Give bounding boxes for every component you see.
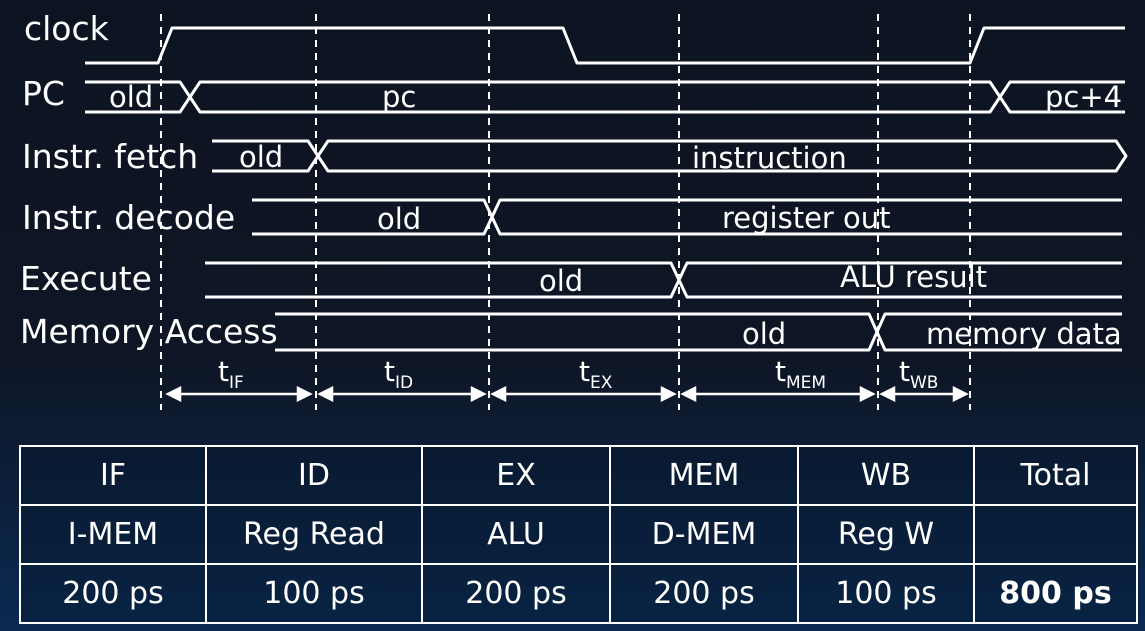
decode-value-register-out: register out <box>722 201 891 235</box>
instr-fetch-bus <box>212 139 1128 173</box>
pc-value-old: old <box>109 80 153 114</box>
fetch-value-old: old <box>239 140 283 174</box>
arrow-head-icon <box>490 385 507 403</box>
arrow-head-icon <box>952 385 969 403</box>
table-row: I-MEM Reg Read ALU D-MEM Reg W <box>19 504 1138 565</box>
interval-label-id: tID <box>384 355 413 393</box>
time-cell: 100 ps <box>205 563 423 624</box>
instr-decode-bus <box>252 198 1122 236</box>
arrow-head-icon <box>296 385 313 403</box>
header-cell-id: ID <box>205 445 423 506</box>
signal-label-execute: Execute <box>20 259 152 298</box>
stage-latency-table: IF ID EX MEM WB Total I-MEM Reg Read ALU… <box>19 445 1138 624</box>
unit-cell: Reg W <box>797 504 975 565</box>
arrow-head-icon <box>317 385 334 403</box>
table-header-row: IF ID EX MEM WB Total <box>19 445 1138 506</box>
time-cell: 200 ps <box>421 563 611 624</box>
pc-value-pc: pc <box>382 80 416 114</box>
arrow-head-icon <box>660 385 677 403</box>
memory-value-old: old <box>742 317 786 351</box>
pc-value-next: pc+4 <box>1045 80 1122 114</box>
timing-diagram: clock PC Instr. fetch Instr. decode Exec… <box>0 0 1145 440</box>
signal-label-instr-fetch: Instr. fetch <box>22 137 198 176</box>
header-cell-if: IF <box>19 445 207 506</box>
decode-value-old: old <box>377 202 421 236</box>
time-cell: 200 ps <box>609 563 799 624</box>
time-cell: 200 ps <box>19 563 207 624</box>
arrow-head-icon <box>879 385 896 403</box>
execute-value-old: old <box>539 264 583 298</box>
unit-cell: Reg Read <box>205 504 423 565</box>
interval-label-ex: tEX <box>579 355 613 393</box>
signal-label-pc: PC <box>22 74 65 113</box>
arrow-head-icon <box>859 385 876 403</box>
execute-value-alu-result: ALU result <box>840 260 987 294</box>
fetch-value-instruction: instruction <box>692 141 847 175</box>
unit-cell: I-MEM <box>19 504 207 565</box>
signal-label-memory-access: Memory Access <box>20 312 278 351</box>
header-cell-ex: EX <box>421 445 611 506</box>
arrow-head-icon <box>165 385 182 403</box>
time-cell: 100 ps <box>797 563 975 624</box>
table-row: 200 ps 100 ps 200 ps 200 ps 100 ps 800 p… <box>19 563 1138 624</box>
total-time-cell: 800 ps <box>973 563 1138 624</box>
header-cell-total: Total <box>973 445 1138 506</box>
signal-label-instr-decode: Instr. decode <box>22 198 235 237</box>
interval-label-mem: tMEM <box>775 355 826 393</box>
header-cell-mem: MEM <box>609 445 799 506</box>
unit-cell <box>973 504 1138 565</box>
interval-label-wb: tWB <box>899 355 938 393</box>
arrow-head-icon <box>470 385 487 403</box>
arrow-head-icon <box>680 385 697 403</box>
memory-value-data: memory data <box>926 317 1122 351</box>
pc-bus <box>85 80 1125 114</box>
header-cell-wb: WB <box>797 445 975 506</box>
unit-cell: ALU <box>421 504 611 565</box>
signal-label-clock: clock <box>24 9 110 48</box>
unit-cell: D-MEM <box>609 504 799 565</box>
interval-label-if: tIF <box>218 355 244 393</box>
